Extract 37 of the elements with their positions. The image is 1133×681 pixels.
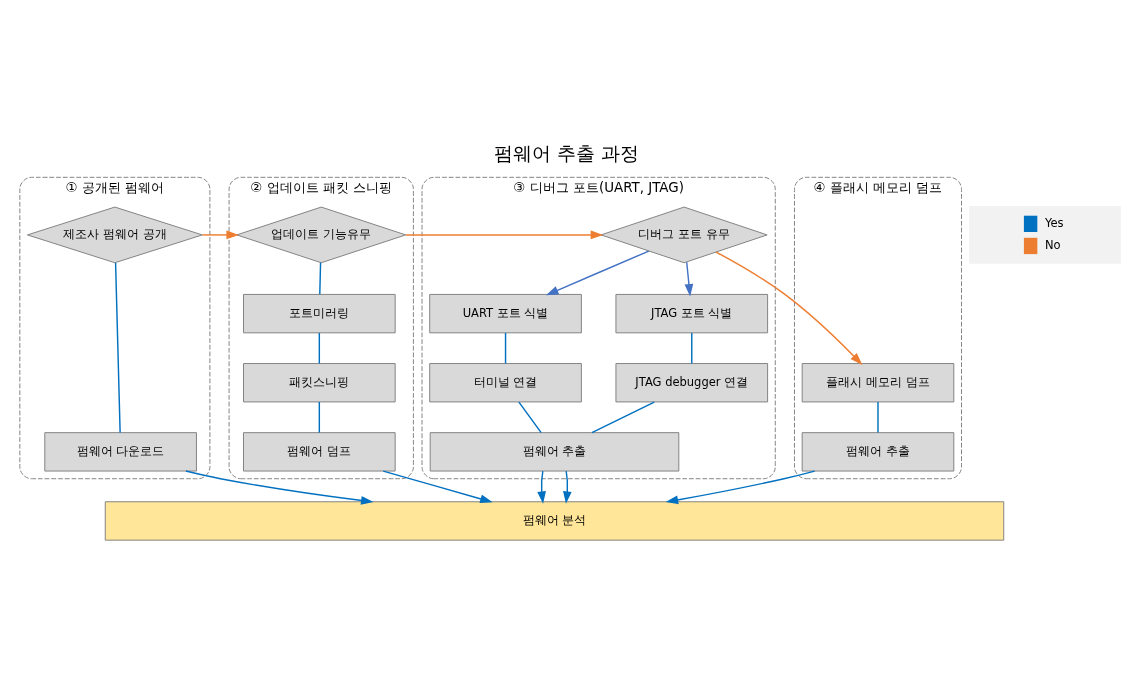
connector: [114, 261, 121, 434]
legend-label: Yes: [1045, 215, 1064, 230]
node-box: 펌웨어 덤프: [243, 432, 396, 472]
node-box: 펌웨어 분석: [104, 501, 1005, 541]
connector: [319, 262, 322, 295]
arrow: [665, 470, 816, 505]
node-box: 포트미러링: [243, 293, 396, 334]
node-box: 펌웨어 추출: [429, 432, 680, 472]
connector: [877, 401, 879, 434]
arrow: [563, 470, 572, 504]
connector: [504, 332, 507, 365]
node-diamond: 업데이트 기능유무: [236, 206, 407, 264]
node-box: 패킷스니핑: [243, 363, 396, 403]
node-box: JTAG 포트 식별: [615, 293, 769, 334]
arrow: [545, 250, 650, 296]
arrow: [537, 470, 546, 504]
node-diamond: 제조사 펌웨어 공개: [27, 206, 203, 264]
arrow: [405, 230, 604, 240]
node-box: 플래시 메모리 덤프: [801, 363, 955, 403]
arrow: [185, 470, 374, 505]
connector: [318, 332, 321, 365]
connector: [518, 401, 542, 434]
legend-label: No: [1045, 237, 1061, 252]
arrow: [201, 230, 239, 240]
connector: [318, 401, 321, 434]
node-box: 터미널 연결: [429, 363, 582, 403]
node-box: UART 포트 식별: [429, 293, 582, 334]
node-diamond: 디버그 포트 유무: [600, 206, 768, 264]
node-box: 펌웨어 추출: [801, 432, 955, 472]
arrow: [382, 470, 493, 504]
node-box: 펌웨어 다운로드: [44, 432, 197, 472]
diagram-title: 펌웨어 추출 과정: [493, 142, 640, 166]
arrow: [684, 261, 694, 297]
connector: [591, 401, 655, 434]
arrow: [715, 251, 863, 365]
node-box: JTAG debugger 연결: [615, 363, 769, 403]
connector: [691, 332, 693, 365]
